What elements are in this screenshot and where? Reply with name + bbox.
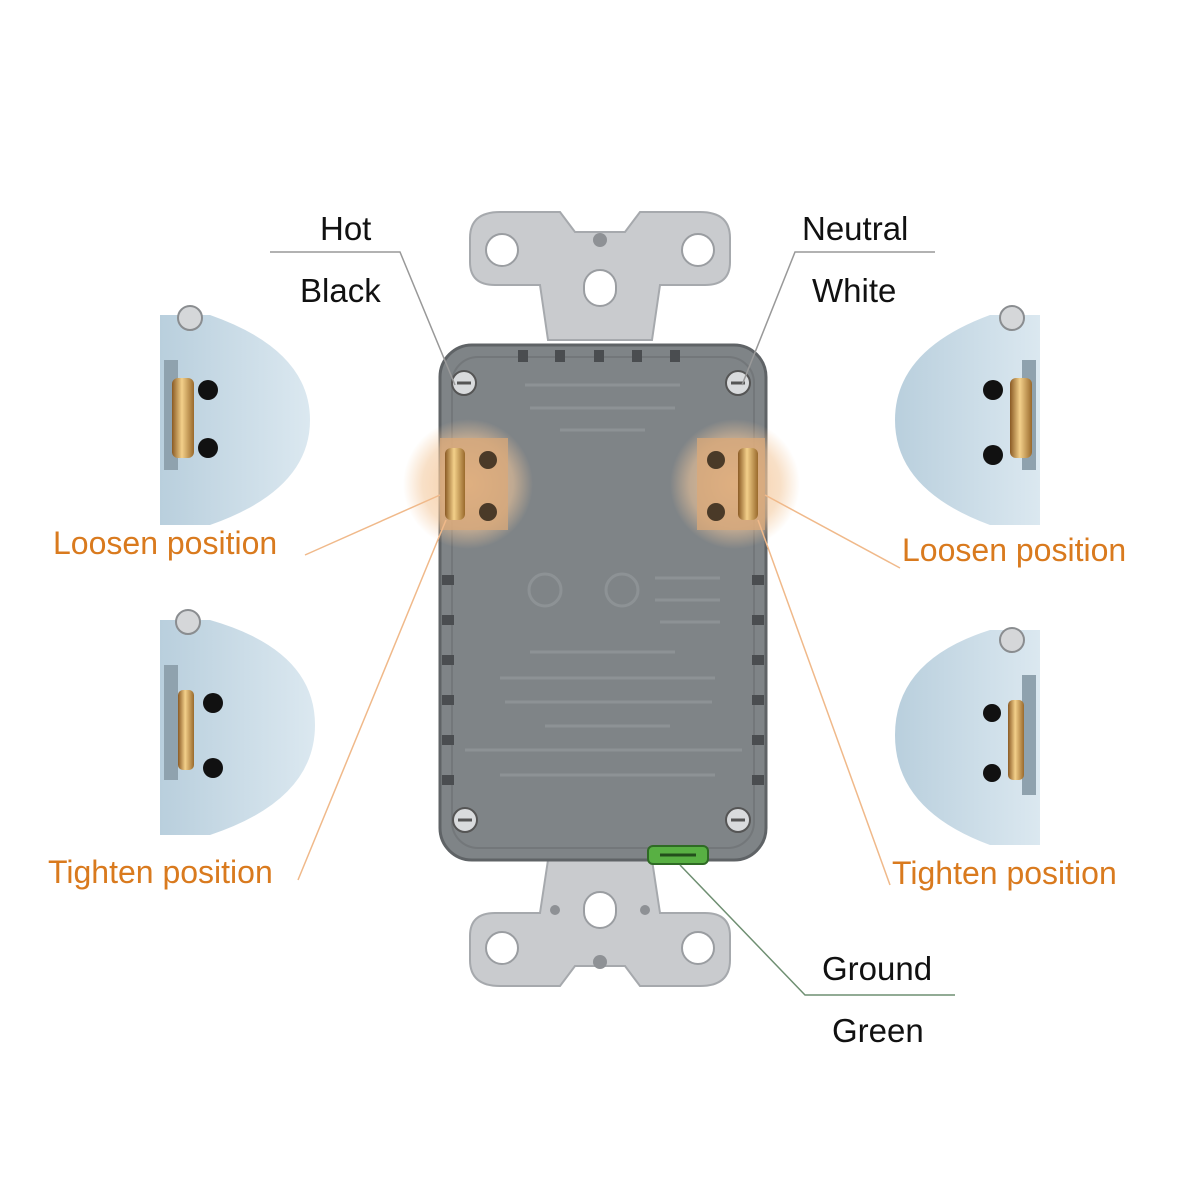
white-label: White	[812, 272, 897, 309]
loosen-position-right-label: Loosen position	[902, 532, 1127, 568]
neutral-terminal-highlight	[670, 419, 800, 549]
hot-leader-line	[270, 251, 456, 386]
loosen-left-leader-line	[304, 494, 441, 556]
neutral-label: Neutral	[802, 210, 909, 247]
ground-leader-line	[679, 864, 955, 996]
loosen-right-leader-line	[764, 494, 901, 569]
ground-label: Ground	[822, 950, 933, 987]
hot-terminal-highlight	[403, 419, 533, 549]
tighten-left-leader-line	[297, 519, 447, 881]
tighten-terminal-right-closeup	[895, 627, 1040, 845]
loosen-terminal-left-closeup	[160, 305, 310, 525]
tighten-terminal-left-closeup	[160, 609, 315, 835]
tighten-right-leader-line	[757, 519, 891, 886]
green-label: Green	[832, 1012, 924, 1049]
hot-label: Hot	[320, 210, 372, 247]
leader-lines	[270, 251, 955, 996]
tighten-position-right-label: Tighten position	[892, 855, 1117, 891]
loosen-position-left-label: Loosen position	[53, 525, 278, 561]
tighten-position-left-label: Tighten position	[48, 854, 273, 890]
mounting-strap	[469, 211, 731, 987]
neutral-leader-line	[741, 251, 935, 386]
loosen-terminal-right-closeup	[895, 305, 1040, 525]
black-label: Black	[300, 272, 381, 309]
ground-screw	[647, 845, 709, 865]
